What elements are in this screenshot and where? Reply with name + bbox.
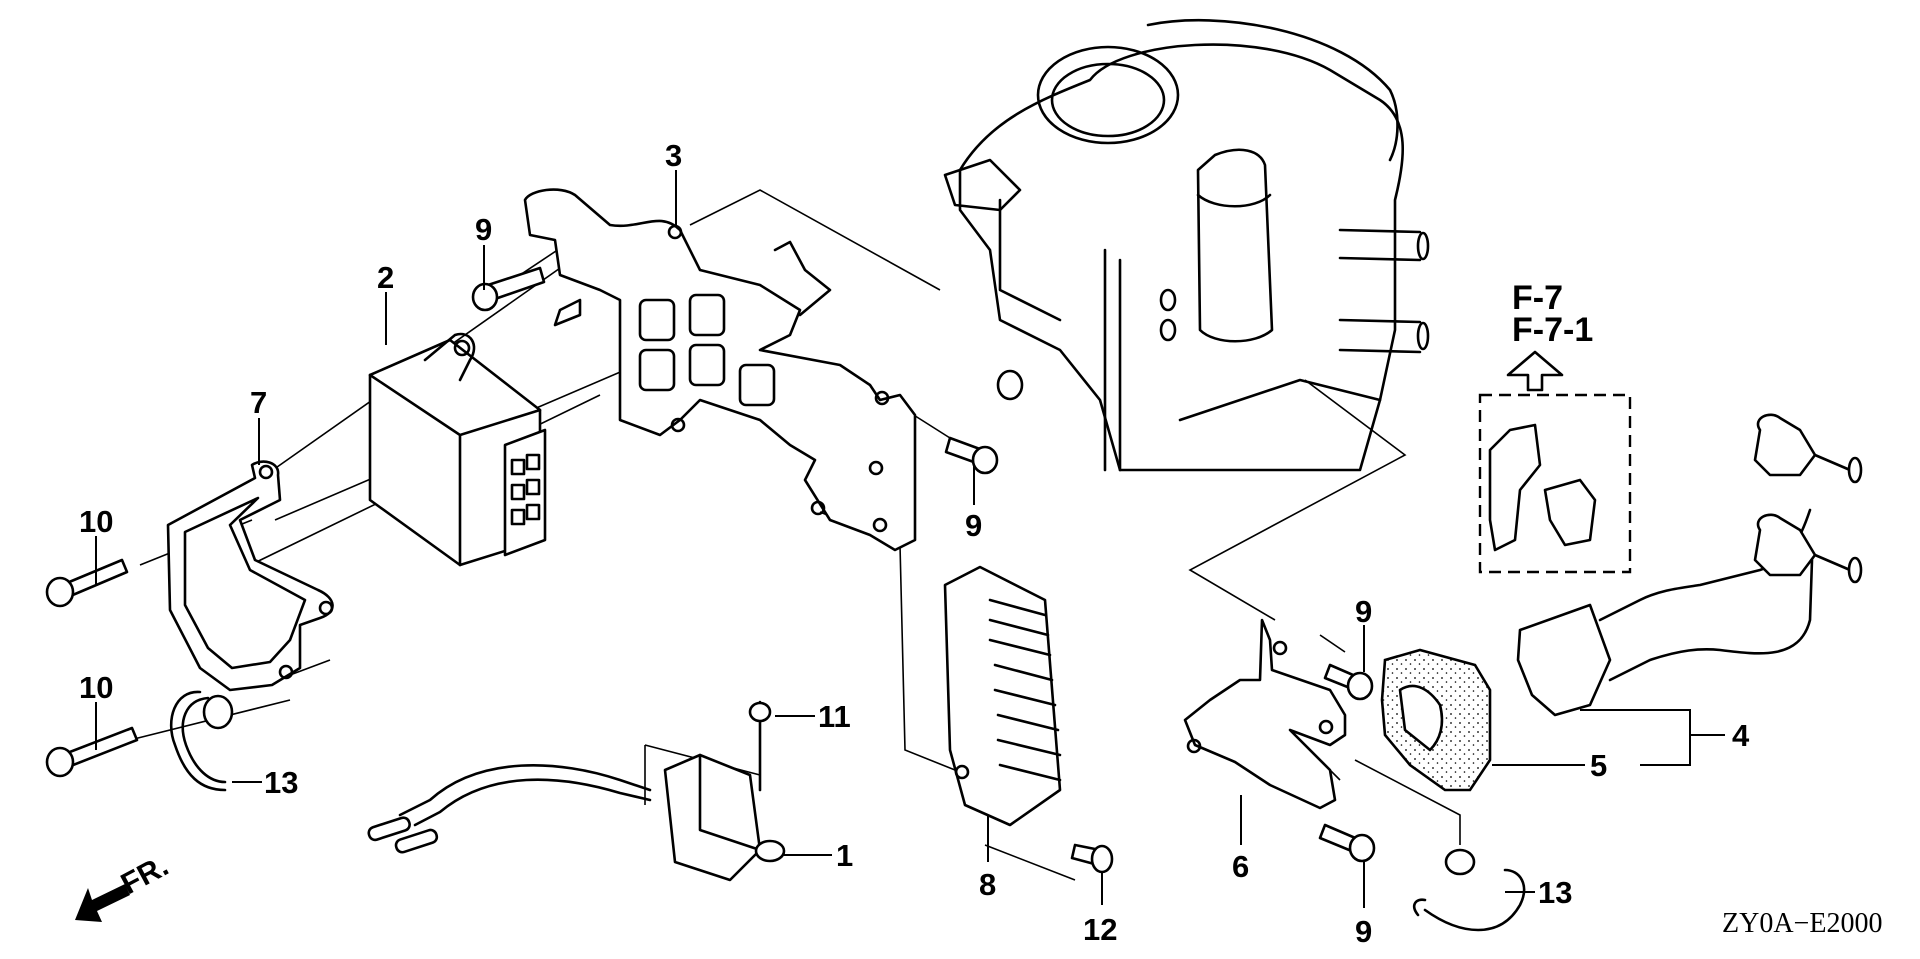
reference-label-f7[interactable]: F-7 <box>1512 279 1563 317</box>
callout-7[interactable]: 7 <box>250 385 267 420</box>
flange-bolt-9c <box>1323 663 1374 701</box>
front-direction-indicator: FR. <box>75 849 174 922</box>
callout-9[interactable]: 9 <box>1355 594 1372 629</box>
regulator-heatsink <box>943 565 1062 827</box>
callout-12[interactable]: 12 <box>1083 912 1117 947</box>
callout-leaders <box>95 170 1725 908</box>
callout-10[interactable]: 10 <box>79 670 113 705</box>
diagram-code: ZY0A−E2000 <box>1722 908 1882 939</box>
flange-bolt-9b <box>944 436 999 475</box>
flange-bolt-9d <box>1318 823 1376 863</box>
callouts: 3 9 2 7 10 10 13 11 1 8 12 9 9 6 9 13 5 … <box>79 138 1750 949</box>
callout-8[interactable]: 8 <box>979 867 996 902</box>
unit-bracket <box>166 460 334 692</box>
callout-3[interactable]: 3 <box>665 138 682 173</box>
callout-5[interactable]: 5 <box>1590 748 1607 783</box>
callout-2[interactable]: 2 <box>377 260 394 295</box>
wire-clip-13b <box>1413 848 1526 932</box>
callout-9[interactable]: 9 <box>1355 914 1372 949</box>
callout-10[interactable]: 10 <box>79 504 113 539</box>
mounting-plate <box>523 188 917 552</box>
coil-bracket <box>1183 618 1347 810</box>
callout-6[interactable]: 6 <box>1232 849 1249 884</box>
flange-bolt-10b <box>45 726 139 778</box>
reference-inset <box>1478 350 1632 574</box>
callout-1[interactable]: 1 <box>836 838 853 873</box>
wire-clip-13a <box>169 690 234 792</box>
callout-9[interactable]: 9 <box>965 508 982 543</box>
arrow-down-left-icon <box>75 884 130 922</box>
reference-label-f7-1[interactable]: F-7-1 <box>1512 311 1593 349</box>
ignition-coil-assembly <box>1516 413 1863 717</box>
callout-9[interactable]: 9 <box>475 212 492 247</box>
callout-13[interactable]: 13 <box>264 765 298 800</box>
flange-bolt-9a <box>471 266 546 312</box>
callout-13[interactable]: 13 <box>1538 875 1572 910</box>
flange-bolt-10a <box>45 558 129 608</box>
module-with-harness <box>367 700 786 882</box>
control-unit <box>368 332 547 567</box>
callout-4[interactable]: 4 <box>1732 718 1750 753</box>
arrow-up-icon <box>1506 350 1564 392</box>
coil-rubber-mount <box>1380 648 1492 792</box>
callout-11[interactable]: 11 <box>818 699 851 734</box>
push-rivet <box>1070 843 1114 874</box>
engine-outline <box>943 18 1430 472</box>
